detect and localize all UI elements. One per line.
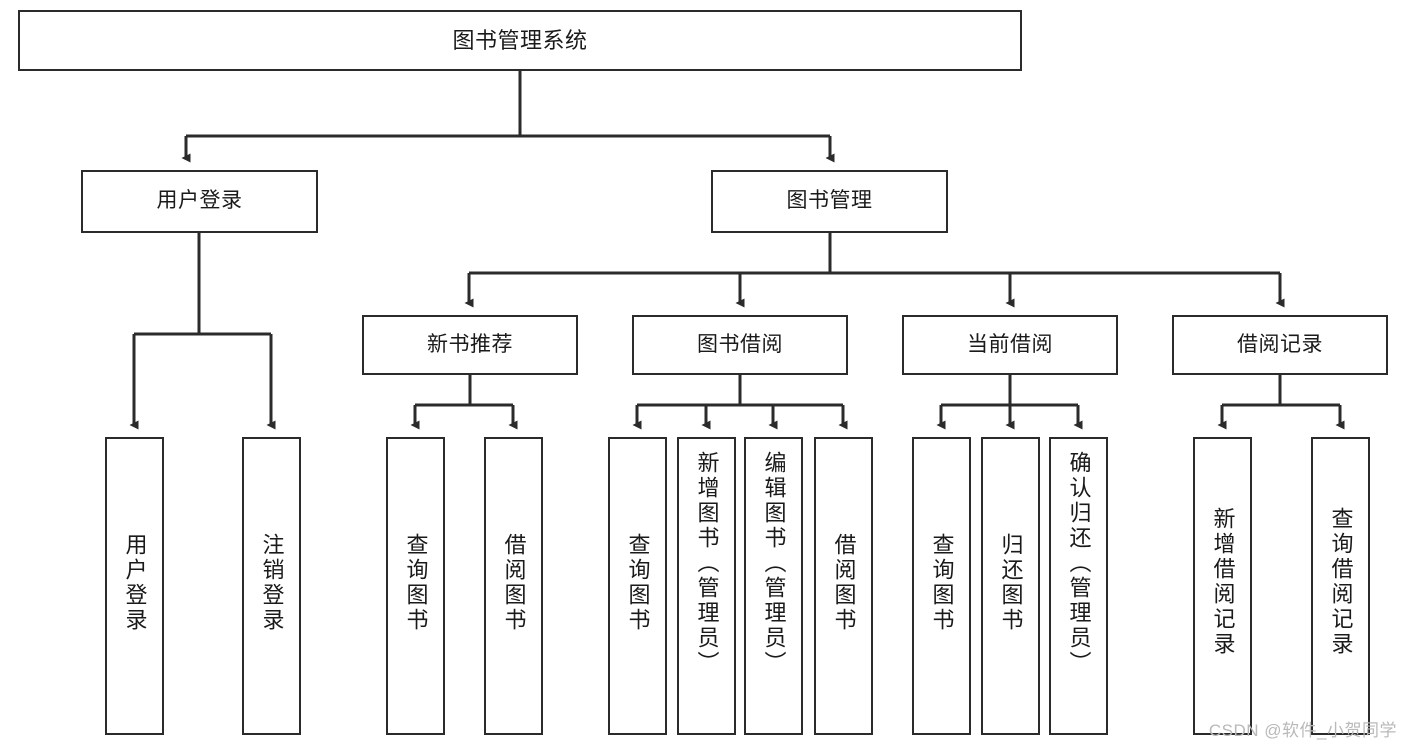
node-leaf-query-book-3[interactable]: 查询图书: [912, 437, 971, 735]
node-current-borrow[interactable]: 当前借阅: [902, 315, 1118, 375]
node-label: 查询借阅记录: [1328, 507, 1354, 657]
node-label: 编辑图书（管理员）: [761, 451, 787, 676]
node-leaf-borrow-book-1[interactable]: 借阅图书: [484, 437, 543, 735]
node-label: 用户登录: [122, 533, 148, 633]
node-root-system[interactable]: 图书管理系统: [18, 10, 1022, 71]
node-label: 查询图书: [929, 533, 955, 633]
node-leaf-query-record[interactable]: 查询借阅记录: [1311, 437, 1370, 735]
node-leaf-return-book[interactable]: 归还图书: [981, 437, 1040, 735]
node-label: 当前借阅: [967, 332, 1053, 356]
node-label: 注销登录: [259, 533, 285, 633]
node-label: 借阅记录: [1237, 332, 1323, 356]
node-leaf-add-record[interactable]: 新增借阅记录: [1193, 437, 1252, 735]
node-book-manage[interactable]: 图书管理: [711, 170, 948, 233]
node-leaf-logout[interactable]: 注销登录: [242, 437, 301, 735]
node-leaf-query-book-2[interactable]: 查询图书: [608, 437, 667, 735]
node-label: 确认归还（管理员）: [1066, 451, 1092, 676]
node-leaf-user-login[interactable]: 用户登录: [105, 437, 164, 735]
node-leaf-add-book[interactable]: 新增图书（管理员）: [677, 437, 736, 735]
node-label: 新书推荐: [427, 332, 513, 356]
node-label: 借阅图书: [831, 533, 857, 633]
node-book-borrow[interactable]: 图书借阅: [632, 315, 848, 375]
node-label: 图书管理: [786, 189, 873, 213]
watermark-text: CSDN @软件_小贺同学: [1208, 721, 1397, 740]
node-label: 归还图书: [998, 533, 1024, 633]
node-label: 图书管理系统: [452, 27, 588, 53]
node-leaf-borrow-book-2[interactable]: 借阅图书: [814, 437, 873, 735]
node-borrow-record[interactable]: 借阅记录: [1172, 315, 1388, 375]
node-label: 查询图书: [625, 533, 651, 633]
node-label: 图书借阅: [697, 332, 783, 356]
node-label: 查询图书: [403, 533, 429, 633]
node-new-book-recommend[interactable]: 新书推荐: [362, 315, 578, 375]
node-label: 新增图书（管理员）: [694, 451, 720, 676]
node-user-login[interactable]: 用户登录: [81, 170, 318, 233]
node-leaf-confirm-return[interactable]: 确认归还（管理员）: [1049, 437, 1108, 735]
node-label: 用户登录: [156, 189, 243, 213]
node-label: 新增借阅记录: [1210, 507, 1236, 657]
node-leaf-edit-book[interactable]: 编辑图书（管理员）: [744, 437, 803, 735]
node-leaf-query-book-1[interactable]: 查询图书: [386, 437, 445, 735]
node-label: 借阅图书: [501, 533, 527, 633]
